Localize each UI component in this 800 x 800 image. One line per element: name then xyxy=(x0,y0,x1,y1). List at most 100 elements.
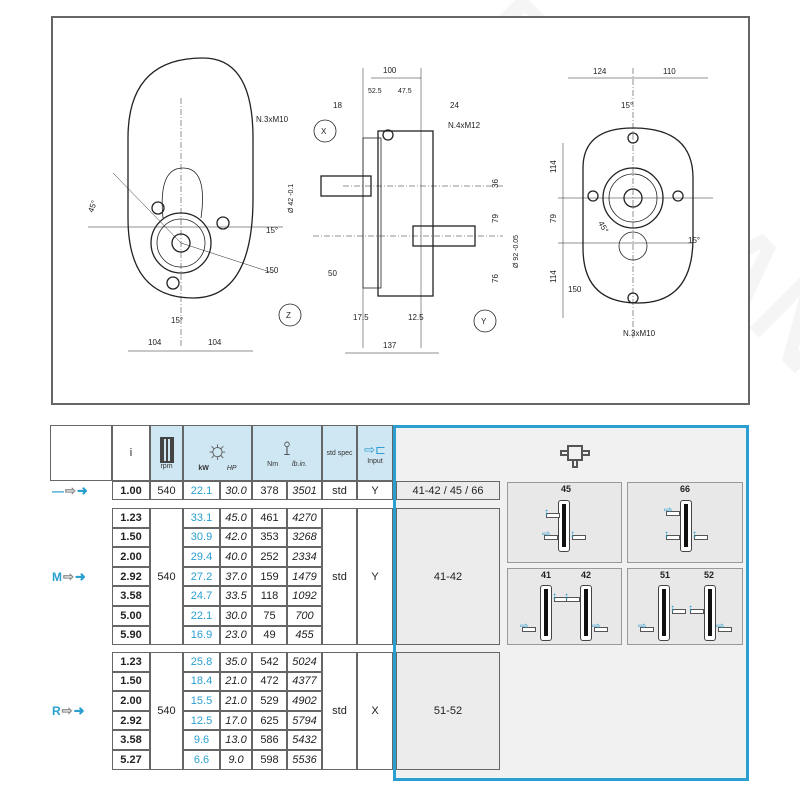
rpm-cell: 540 xyxy=(150,652,183,770)
hp-cell: 45.0 xyxy=(220,508,252,528)
input-cell: Y xyxy=(357,481,393,500)
ratio-cell: 1.23 xyxy=(112,508,150,528)
kw-cell: 9.6 xyxy=(183,730,220,750)
hp-cell: 17.0 xyxy=(220,710,252,731)
dim-label: 15° xyxy=(171,316,183,325)
ratio-cell: 3.58 xyxy=(112,730,150,750)
dim-label: 79 xyxy=(491,214,500,223)
lbin-cell: 5794 xyxy=(287,710,322,731)
dim-label: 79 xyxy=(549,214,558,223)
rotation-arrow-icon: ⇨ xyxy=(592,621,601,632)
config-number: 45 xyxy=(561,484,572,494)
lbin-cell: 5432 xyxy=(287,730,322,750)
configuration-diagram: ⇨↕↕66 xyxy=(627,482,743,563)
hp-label: HP xyxy=(226,465,237,472)
dim-label: 100 xyxy=(383,66,397,75)
ratio-cell: 2.92 xyxy=(112,566,150,587)
hp-cell: 30.0 xyxy=(220,481,252,500)
dim-label: 104 xyxy=(148,338,162,347)
dim-label: 50 xyxy=(328,269,337,278)
gear-icon xyxy=(658,585,670,641)
rotation-arrow-icon: ↕ xyxy=(544,507,549,518)
dim-label: Ø 92 -0.05 xyxy=(513,235,520,268)
config-number: 42 xyxy=(581,570,592,580)
input-shaft-icon xyxy=(666,511,680,516)
input-shaft-icon xyxy=(544,535,558,540)
gear-icon xyxy=(580,585,592,641)
dim-label: X xyxy=(321,127,327,136)
kw-cell: 18.4 xyxy=(183,671,220,692)
hp-cell: 33.5 xyxy=(220,586,252,606)
shaft-icon xyxy=(666,535,680,540)
kw-cell: 16.9 xyxy=(183,625,220,646)
dim-label: 110 xyxy=(663,67,676,76)
rpm-cell: 540 xyxy=(150,481,183,500)
dim-label: 15° xyxy=(688,236,700,245)
output-arrow-icon: ➜ xyxy=(73,702,85,718)
ratio-cell: 2.00 xyxy=(112,547,150,567)
ratio-cell: 5.00 xyxy=(112,606,150,626)
shaft-icon xyxy=(566,597,580,602)
rotation-arrow-icon: ⇨ xyxy=(638,621,647,632)
hp-cell: 40.0 xyxy=(220,547,252,567)
hp-cell: 37.0 xyxy=(220,566,252,587)
dim-label: 15° xyxy=(266,226,278,235)
header-i: i xyxy=(112,425,150,481)
group-code: M xyxy=(52,569,62,584)
nm-cell: 118 xyxy=(252,586,287,606)
ratio-cell: 1.00 xyxy=(112,481,150,500)
gearbox-icon xyxy=(560,445,590,468)
rotation-arrow-icon: ↕ xyxy=(670,603,675,614)
kw-cell: 22.1 xyxy=(183,606,220,626)
rotation-arrow-icon: ↕ xyxy=(564,591,569,602)
std-cell: std xyxy=(322,652,357,770)
dim-label: 76 xyxy=(491,274,500,283)
lbin-cell: 455 xyxy=(287,625,322,646)
config-cell: 41-42 xyxy=(396,508,500,646)
sun-icon: ☼ xyxy=(205,434,230,464)
configuration-diagram: ↕⇨↕45 xyxy=(507,482,622,563)
dim-label: 52.5 xyxy=(368,88,382,95)
nm-cell: 586 xyxy=(252,730,287,750)
dim-label: 45° xyxy=(86,199,99,213)
nm-cell: 625 xyxy=(252,710,287,731)
ratio-cell: 3.58 xyxy=(112,586,150,606)
rotation-arrow-icon: ↕ xyxy=(552,591,557,602)
kw-cell: 12.5 xyxy=(183,710,220,731)
lbin-cell: 5024 xyxy=(287,652,322,672)
gear-icon xyxy=(680,500,692,552)
hp-cell: 13.0 xyxy=(220,730,252,750)
kw-cell: 29.4 xyxy=(183,547,220,567)
hp-cell: 23.0 xyxy=(220,625,252,646)
dim-label: 114 xyxy=(549,160,558,173)
input-cell: X xyxy=(357,652,393,770)
dim-label: N.4xM12 xyxy=(448,121,481,130)
input-label: Input xyxy=(367,457,383,465)
front-view xyxy=(88,57,283,352)
dim-label: 18 xyxy=(333,101,342,110)
shaft-icon xyxy=(694,535,708,540)
ratio-cell: 2.00 xyxy=(112,691,150,711)
dim-label: Y xyxy=(481,317,487,326)
dim-label: 36 xyxy=(491,179,500,188)
kw-cell: 22.1 xyxy=(183,481,220,500)
gear-icon xyxy=(558,500,570,552)
hp-cell: 21.0 xyxy=(220,671,252,692)
lbin-cell: 5536 xyxy=(287,750,322,770)
group-label-direct: —⇨➜ xyxy=(52,481,110,500)
nm-label: Nm xyxy=(267,461,279,468)
config-number: 51 xyxy=(660,570,671,580)
side-view xyxy=(278,68,503,354)
rotation-arrow-icon: ⇨ xyxy=(65,482,76,498)
dim-label: N.3xM10 xyxy=(623,329,656,338)
lbin-cell: 3501 xyxy=(287,481,322,500)
shaft-icon xyxy=(546,513,560,518)
hp-cell: 9.0 xyxy=(220,750,252,770)
rotation-arrow-icon: ↕ xyxy=(688,603,693,614)
nm-cell: 353 xyxy=(252,527,287,548)
rotation-arrow-icon: ⇨ xyxy=(520,621,529,632)
gear-icon xyxy=(540,585,552,641)
